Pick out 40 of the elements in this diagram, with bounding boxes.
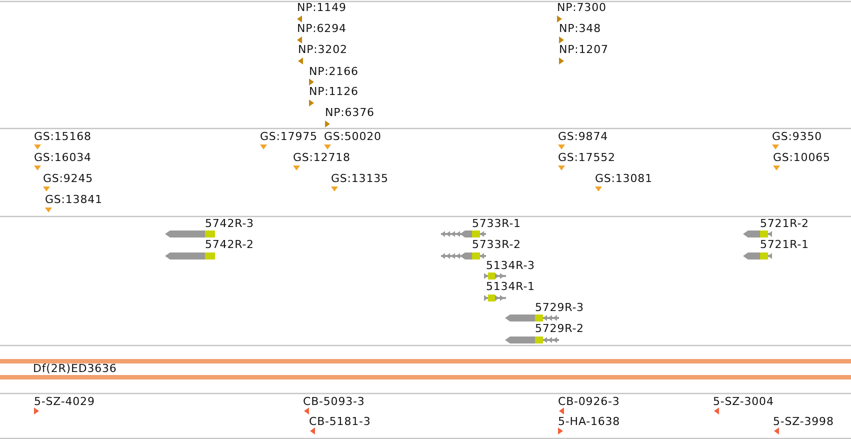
feature-label: 5742R-2 [205,238,254,251]
feature-label: 5733R-2 [472,238,521,251]
feature-label: 5733R-1 [472,217,521,230]
feature-label: CB-0926-3 [558,395,620,408]
feature-label: 5729R-3 [535,301,584,314]
feature-label: GS:9874 [558,130,608,143]
feature-label: GS:13135 [331,172,388,185]
feature-label: GS:17552 [558,151,616,164]
feature-label: GS:10065 [773,151,830,164]
feature-label: 5721R-1 [760,238,809,251]
feature-label: NP:6376 [325,106,374,119]
feature-label: GS:13081 [595,172,652,185]
feature-label: NP:6294 [297,22,346,35]
feature-label: 5729R-2 [535,322,584,335]
feature-label: NP:1126 [309,85,358,98]
feature-label: 5134R-3 [486,259,535,272]
feature-label: GS:16034 [34,151,92,164]
feature-label: GS:9245 [43,172,94,185]
feature-label: GS:12718 [293,151,350,164]
feature-label: Df(2R)ED3636 [33,362,117,375]
feature-label: GS:9350 [772,130,822,143]
feature-label: CB-5093-3 [303,395,365,408]
feature-label: NP:3202 [298,43,348,56]
feature-label: NP:7300 [557,1,606,14]
feature-label: 5-SZ-3004 [713,395,774,408]
feature-label: 5-SZ-4029 [34,395,95,408]
feature-label: CB-5181-3 [309,415,371,428]
feature-label: NP:1207 [559,43,608,56]
feature-label: 5-SZ-3998 [773,415,834,428]
feature-label: NP:348 [559,22,601,35]
feature-label: NP:2166 [309,65,358,78]
feature-label: 5721R-2 [760,217,809,230]
feature-label: NP:1149 [297,1,346,14]
feature-label: 5742R-3 [205,217,254,230]
feature-label: GS:17975 [260,130,318,143]
feature-label: 5134R-1 [486,280,535,293]
feature-label: 5-HA-1638 [558,415,620,428]
feature-label: GS:50020 [324,130,382,143]
feature-label: GS:15168 [34,130,92,143]
feature-label: GS:13841 [45,193,102,206]
